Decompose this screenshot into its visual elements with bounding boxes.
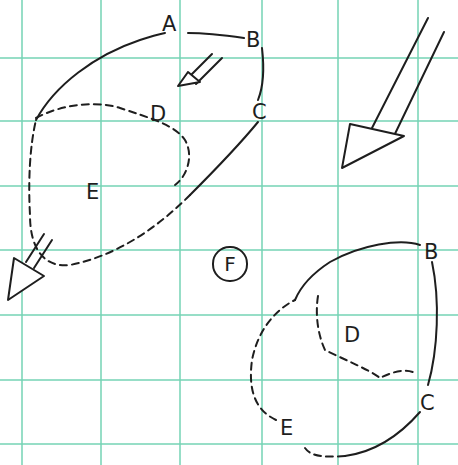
region-letter: E xyxy=(280,418,293,439)
region-letter: C xyxy=(252,102,267,123)
region-letter: E xyxy=(86,182,99,203)
region-letter: B xyxy=(246,30,260,51)
circled-letter: F xyxy=(212,246,247,281)
region-letter: A xyxy=(162,14,176,35)
region-letter: C xyxy=(420,393,435,414)
node-text: F xyxy=(224,254,236,274)
region-letter: B xyxy=(424,242,438,263)
region-letter: D xyxy=(344,325,360,346)
region-letter: D xyxy=(150,104,166,125)
